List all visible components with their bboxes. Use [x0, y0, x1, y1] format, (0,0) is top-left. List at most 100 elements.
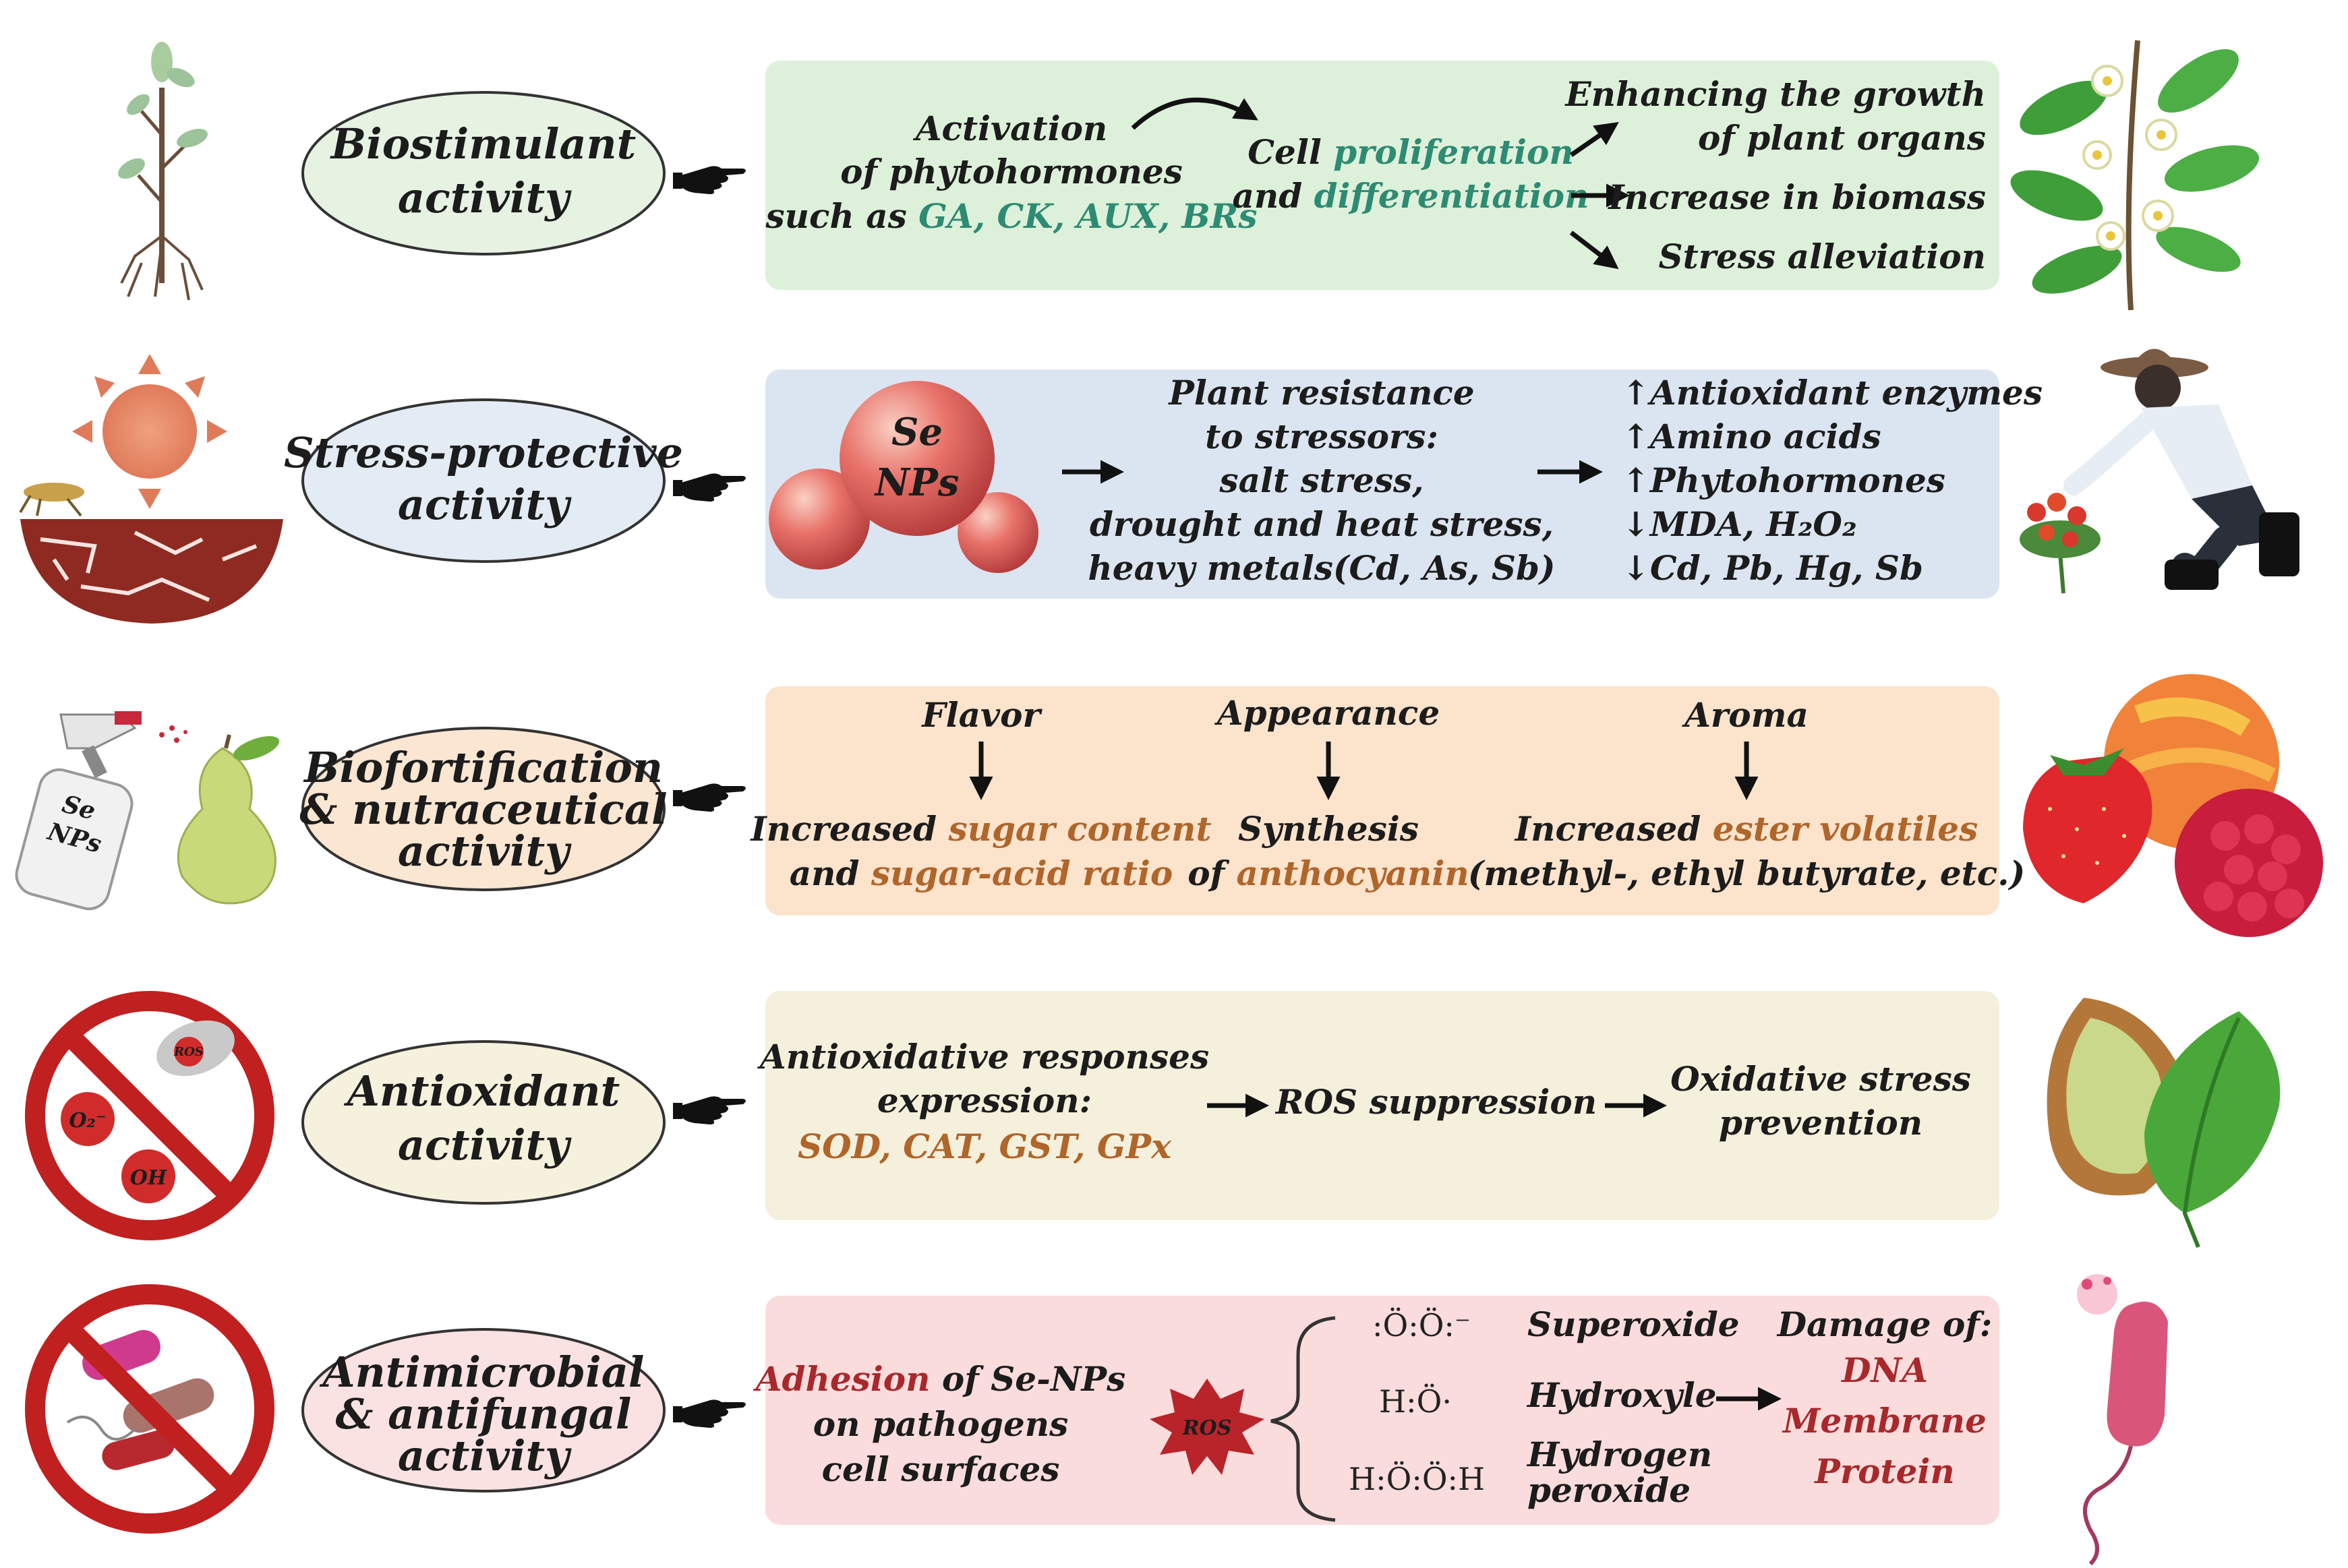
svg-text:drought and heat stress,: drought and heat stress, [1090, 504, 1554, 544]
text-line: to stressors: [1205, 417, 1438, 456]
label-oval [301, 398, 666, 563]
svg-text:Biostimulant: Biostimulant [330, 119, 637, 169]
svg-text:↑Phytohormones: ↑Phytohormones [1622, 460, 1945, 500]
svg-text:Plant resistance: Plant resistance [1167, 373, 1474, 413]
label-line: Biofortification [303, 743, 663, 792]
svg-text:Increased ester volatiles: Increased ester volatiles [1514, 809, 1978, 849]
highlight-term: ester volatiles [1713, 809, 1978, 849]
svg-text:activity: activity [398, 826, 572, 876]
svg-text:NPs: NPs [874, 460, 960, 505]
svg-text:on pathogens: on pathogens [813, 1404, 1069, 1444]
effect-item: ↓Cd, Pb, Hg, Sb [1622, 548, 1923, 588]
text-line: Plant resistance [1167, 373, 1474, 413]
svg-text:cell surfaces: cell surfaces [822, 1449, 1060, 1489]
label-line: activity [398, 1120, 572, 1170]
pointing-hand-icon [673, 1399, 746, 1428]
text-line: expression: [877, 1081, 1092, 1120]
svg-text:Antioxidative responses: Antioxidative responses [757, 1037, 1209, 1077]
stressor-item: heavy metals(Cd, As, Sb) [1088, 548, 1555, 588]
svg-text:↑Amino acids: ↑Amino acids [1622, 417, 1881, 456]
no-ros-icon: ROS O₂⁻ OH [25, 991, 274, 1240]
svg-text:↓MDA, H₂O₂: ↓MDA, H₂O₂ [1622, 504, 1857, 544]
svg-text:Superoxide: Superoxide [1527, 1304, 1740, 1344]
text-line: such as [765, 196, 918, 236]
svg-text:Enhancing the growth: Enhancing the growth [1564, 74, 1986, 114]
svg-text:Hydroxyle: Hydroxyle [1526, 1375, 1717, 1415]
svg-text:DNA: DNA [1840, 1350, 1928, 1390]
row-antimicrobial: Antimicrobial & antifungal activity Adhe… [25, 1274, 2168, 1566]
svg-text:of phytohormones: of phytohormones [840, 152, 1183, 191]
label-line: Antioxidant [344, 1066, 620, 1116]
fruits-icon [2023, 674, 2323, 937]
content-panel [765, 991, 1999, 1220]
outcome-text: Enhancing the growth [1564, 74, 1986, 114]
svg-text:& antifungal: & antifungal [336, 1389, 632, 1439]
svg-text:Stress-protective: Stress-protective [284, 428, 683, 477]
svg-text:and sugar-acid ratio: and sugar-acid ratio [790, 853, 1173, 893]
highlight-term: proliferation [1333, 132, 1574, 172]
row-stress-protective: Stress-protective activity Se NPs Plant … [19, 349, 2299, 624]
formula: H:Ö:Ö:H [1349, 1460, 1485, 1497]
label-line: Stress-protective [284, 428, 683, 477]
highlight-term: sugar content [947, 809, 1211, 849]
ros-label: ROS [1182, 1416, 1232, 1440]
formula: H:Ö· [1379, 1383, 1452, 1420]
svg-text:Flavor: Flavor [920, 695, 1043, 735]
svg-text:peroxide: peroxide [1527, 1470, 1691, 1510]
highlight-term: anthocyanin [1237, 853, 1469, 893]
text-line: on pathogens [813, 1404, 1069, 1444]
svg-text:activity: activity [398, 1431, 572, 1480]
svg-text:(methyl-, ethyl butyrate, etc.: (methyl-, ethyl butyrate, etc.) [1468, 853, 2026, 893]
text-line: of Se-NPs [930, 1359, 1125, 1399]
seedling-icon [118, 42, 208, 301]
svg-text:Cell proliferation: Cell proliferation [1248, 132, 1574, 172]
enzyme-list: SOD, CAT, GST, GPx [798, 1126, 1172, 1166]
svg-text:Antioxidant: Antioxidant [344, 1066, 620, 1116]
highlight-term: differentiation [1314, 176, 1589, 216]
label-line: & antifungal [336, 1389, 632, 1439]
svg-text:Membrane: Membrane [1782, 1401, 1987, 1441]
svg-text:Hydrogen: Hydrogen [1526, 1435, 1712, 1474]
content-panel [765, 686, 1999, 915]
text-line: Synthesis [1238, 809, 1419, 849]
damage-title: Damage of: [1776, 1304, 1993, 1344]
label-line: activity [398, 173, 572, 222]
row-antioxidant: ROS O₂⁻ OH Antioxidant activity Antioxid… [25, 991, 2281, 1248]
svg-text:Stress alleviation: Stress alleviation [1659, 237, 1987, 276]
label-oval [301, 1040, 666, 1205]
nps-label: NPs [874, 460, 960, 505]
flowering-plant-icon [2010, 40, 2259, 311]
attribute-header: Flavor [920, 695, 1043, 735]
damage-item: Membrane [1782, 1401, 1987, 1441]
svg-text:Appearance: Appearance [1214, 693, 1440, 733]
species-name: Hydroxyle [1526, 1375, 1717, 1415]
text-line: of phytohormones [840, 152, 1183, 191]
text-line: of [1187, 853, 1236, 893]
svg-text:Adhesion of Se-NPs: Adhesion of Se-NPs [753, 1359, 1126, 1399]
svg-text:↓Cd, Pb, Hg, Sb: ↓Cd, Pb, Hg, Sb [1622, 548, 1923, 588]
label-line: Antimicrobial [320, 1348, 645, 1397]
effect-item: ↑Antioxidant enzymes [1622, 373, 2043, 413]
label-oval [301, 91, 666, 255]
damaged-bacterium-icon [2077, 1274, 2168, 1566]
svg-text:heavy metals(Cd, As, Sb): heavy metals(Cd, As, Sb) [1088, 548, 1555, 588]
svg-text:such as GA, CK, AUX, BRs: such as GA, CK, AUX, BRs [765, 196, 1257, 236]
svg-text:Protein: Protein [1813, 1451, 1955, 1491]
text-line: (methyl-, ethyl butyrate, etc.) [1468, 853, 2026, 893]
content-panel [765, 61, 1999, 290]
row-biofortification: Se NPs Biofortification & nutraceutical … [15, 674, 2323, 937]
species-name: peroxide [1527, 1470, 1691, 1510]
svg-text:of anthocyanin: of anthocyanin [1187, 853, 1469, 893]
svg-text:expression:: expression: [877, 1081, 1092, 1120]
species-name: Superoxide [1527, 1304, 1740, 1344]
svg-text:and differentiation: and differentiation [1232, 176, 1589, 216]
outcome-text: of plant organs [1698, 118, 1986, 158]
spray-bottle-and-pear-icon: Se NPs [15, 711, 280, 911]
attribute-header: Appearance [1214, 693, 1440, 733]
svg-text:Biofortification: Biofortification [303, 743, 663, 792]
svg-text:Se: Se [891, 410, 943, 454]
hydroxyl-tag: OH [130, 1166, 168, 1190]
content-panel [765, 369, 1999, 599]
ros-tag: ROS [173, 1045, 204, 1059]
